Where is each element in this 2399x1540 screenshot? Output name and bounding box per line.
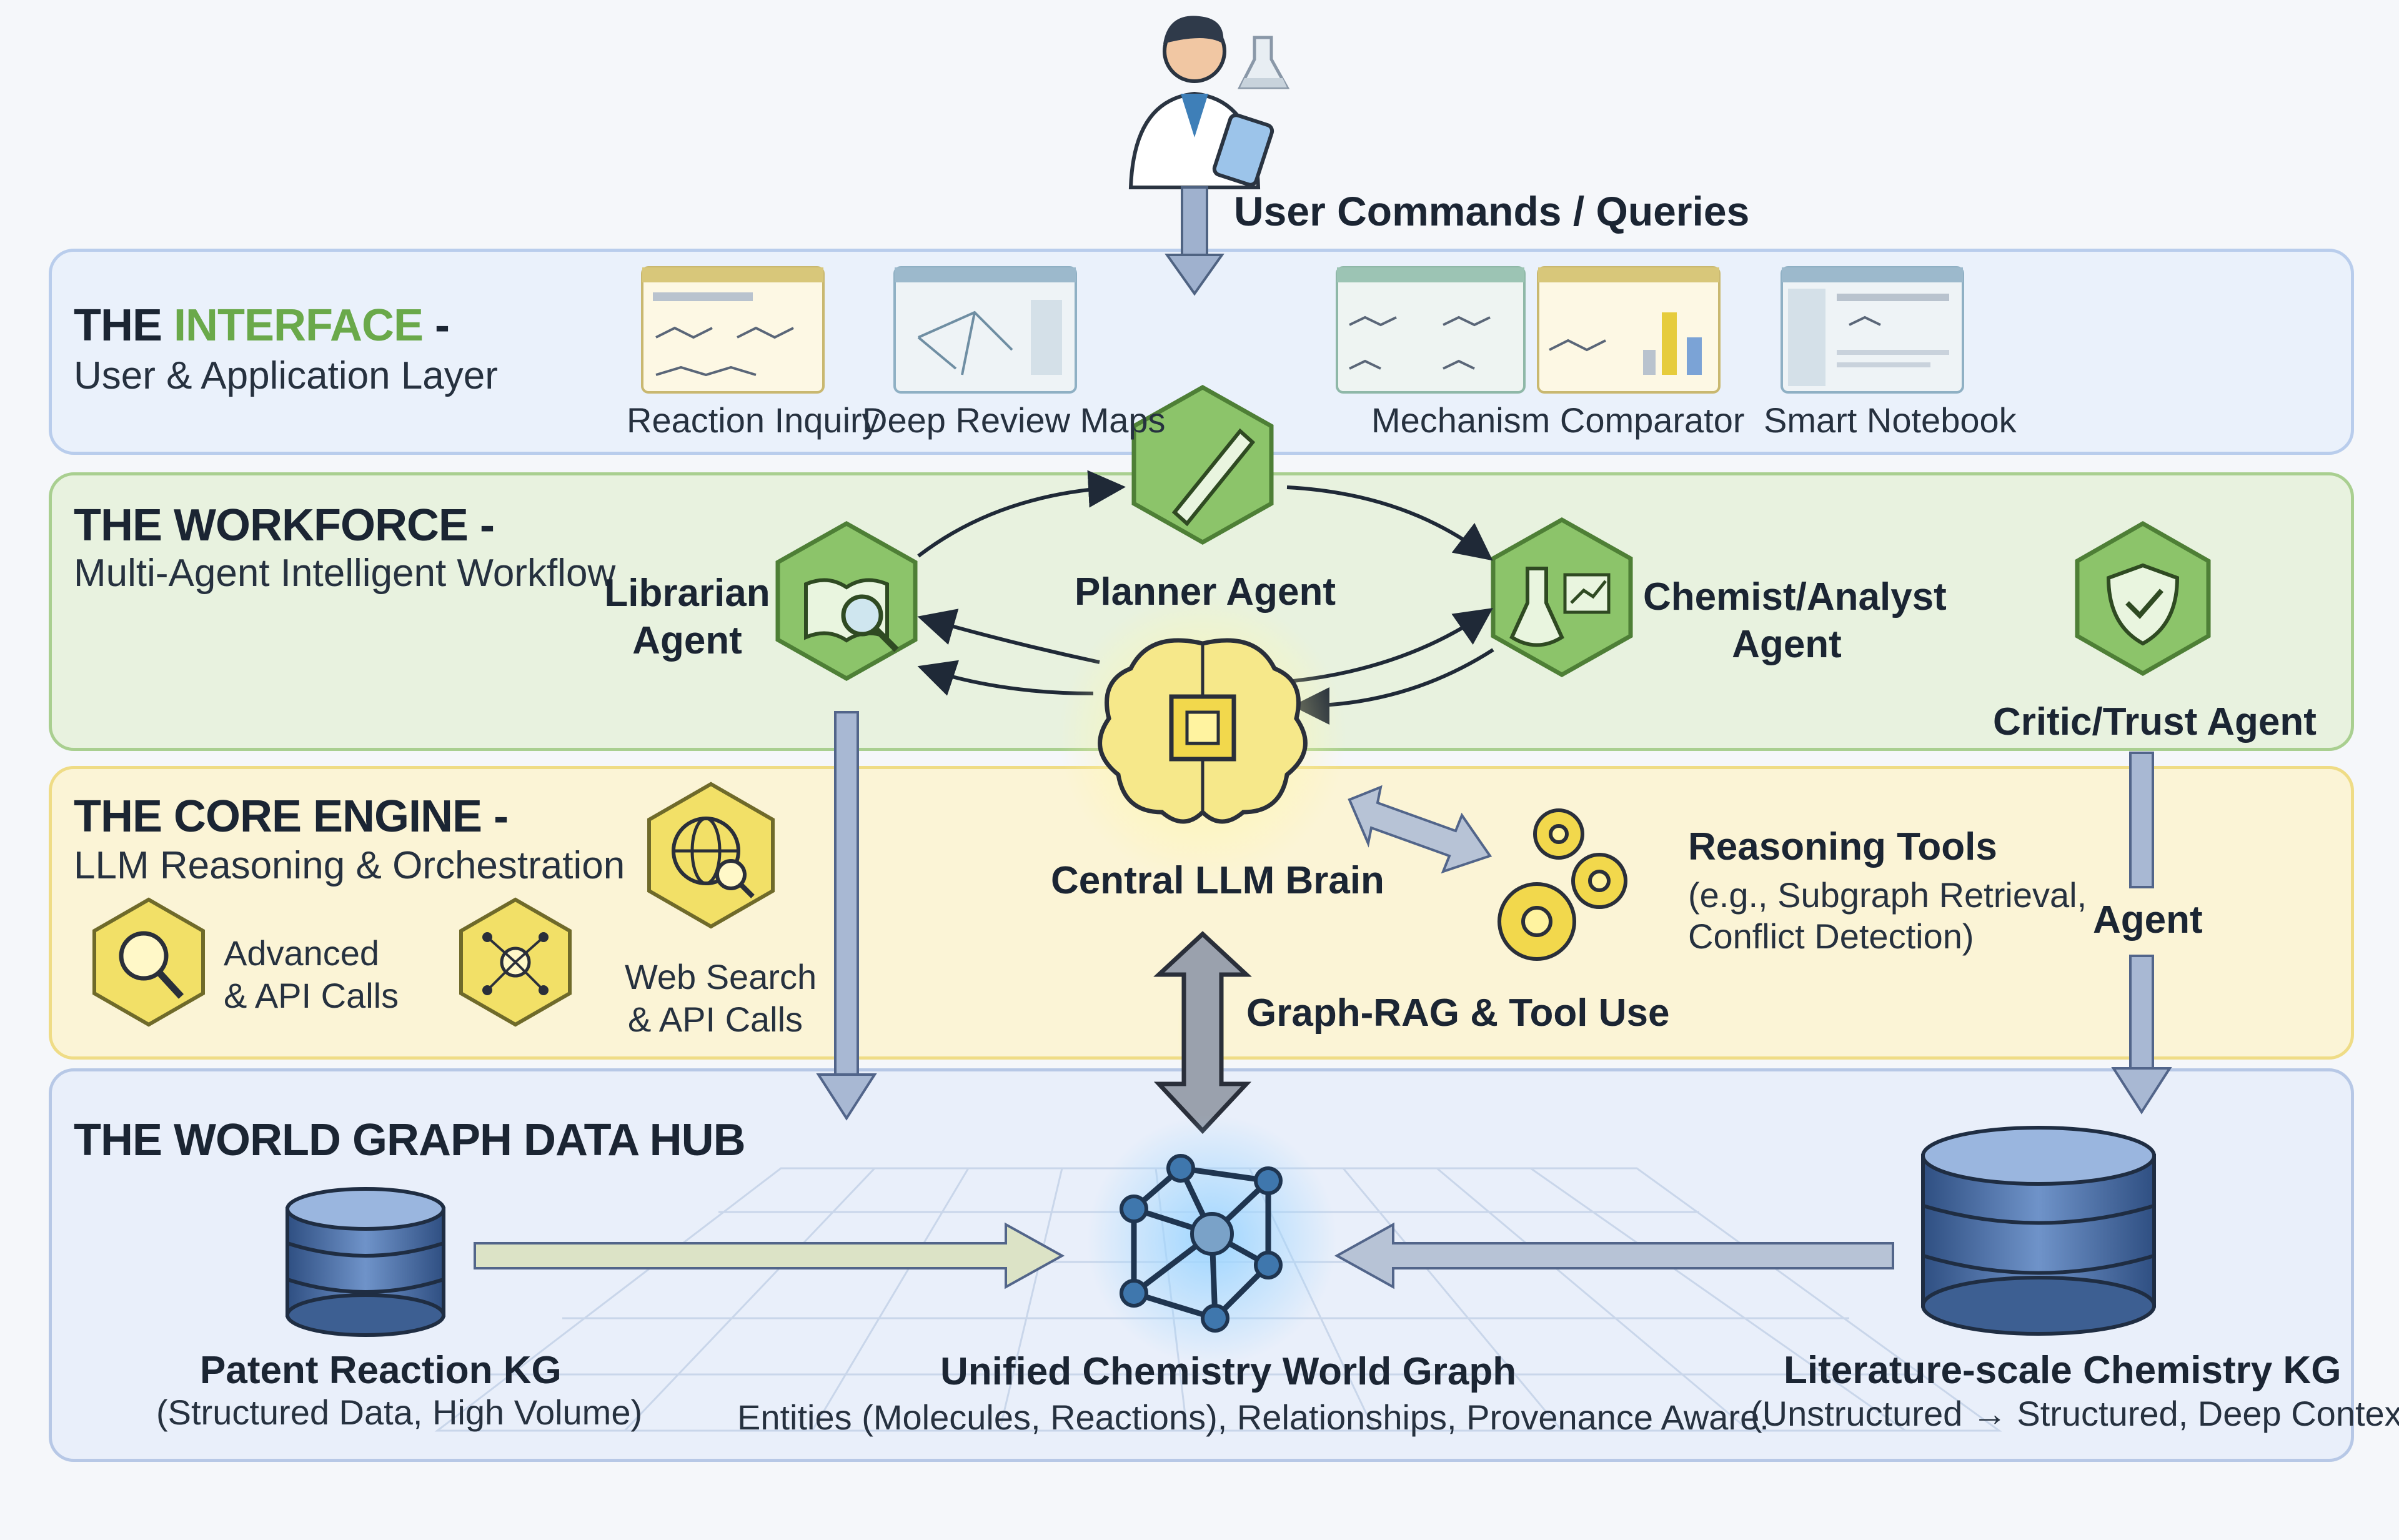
mechanism-comparator-thumb: [1336, 266, 1721, 394]
network-user-icon: [459, 897, 572, 1027]
core-title: THE CORE ENGINE -: [74, 792, 509, 842]
app-label-smart-notebook[interactable]: Smart Notebook: [1764, 400, 2017, 440]
interface-title-suffix: -: [423, 301, 450, 350]
core-agent-label: Agent: [2093, 898, 2203, 941]
reasoning-tools-line2: Conflict Detection): [1688, 917, 1974, 956]
tool-advanced-line1: Advanced: [224, 933, 380, 973]
librarian-agent-label-line2: Agent: [632, 619, 742, 662]
critic-agent-label[interactable]: Critic/Trust Agent: [1993, 700, 2317, 743]
world-graph-subtitle: Entities (Molecules, Reactions), Relatio…: [737, 1398, 1769, 1437]
chemist-agent-label-line1: Chemist/Analyst: [1643, 575, 1947, 618]
planner-agent-icon: [1131, 384, 1274, 545]
tool-web-search-line2: & API Calls: [627, 1000, 803, 1039]
user-icon: [1128, 16, 1290, 189]
reasoning-tools-title[interactable]: Reasoning Tools: [1688, 825, 1997, 868]
user-commands-label: User Commands / Queries: [1234, 188, 1750, 234]
gears-icon: [1498, 808, 1627, 961]
tool-web-search-line1: Web Search: [625, 957, 817, 996]
interface-subtitle: User & Application Layer: [74, 354, 498, 397]
app-label-deep-review-maps[interactable]: Deep Review Maps: [862, 400, 1166, 440]
literature-database-icon: [1921, 1126, 2156, 1336]
central-brain-icon: [1059, 594, 1346, 881]
chemist-agent-label[interactable]: Chemist/Analyst Agent: [1643, 574, 1947, 668]
patent-kg-title[interactable]: Patent Reaction KG: [200, 1349, 562, 1392]
app-label-mechanism-comparator[interactable]: Mechanism Comparator: [1371, 400, 1745, 440]
workforce-subtitle: Multi-Agent Intelligent Workflow: [74, 552, 616, 595]
tool-web-search-label[interactable]: Web Search & API Calls: [625, 956, 817, 1041]
user-down-arrow: [1165, 186, 1224, 296]
workforce-title: THE WORKFORCE -: [74, 500, 495, 550]
interface-title: THE INTERFACE -: [74, 300, 450, 351]
librarian-agent-icon: [775, 520, 918, 682]
brain-tools-double-arrow: [1348, 785, 1493, 874]
core-subtitle: LLM Reasoning & Orchestration: [74, 844, 625, 887]
planner-agent-label[interactable]: Planner Agent: [1075, 570, 1336, 614]
world-graph-icon: [1087, 1115, 1337, 1365]
magnifier-icon: [92, 897, 205, 1027]
literature-kg-subtitle: (Unstructured → Structured, Deep Context…: [1751, 1394, 2399, 1433]
critic-down-arrow: [2111, 752, 2172, 1115]
app-label-reaction-inquiry[interactable]: Reaction Inquiry: [627, 400, 880, 440]
patent-kg-subtitle: (Structured Data, High Volume): [156, 1393, 643, 1432]
literature-kg-title[interactable]: Literature-scale Chemistry KG: [1784, 1349, 2342, 1392]
librarian-down-arrow: [816, 711, 877, 1121]
reaction-inquiry-thumb: [641, 266, 825, 394]
graph-rag-double-arrow: [1153, 931, 1252, 1135]
smart-notebook-thumb: [1781, 266, 1964, 394]
tool-advanced-label[interactable]: Advanced & API Calls: [224, 932, 399, 1017]
chemist-agent-icon: [1491, 517, 1633, 678]
world-graph-title[interactable]: Unified Chemistry World Graph: [940, 1350, 1517, 1393]
app-thumbnails: [641, 266, 1964, 394]
reasoning-tools-desc: (e.g., Subgraph Retrieval, Conflict Dete…: [1688, 875, 2087, 957]
interface-title-accent: INTERFACE: [174, 301, 424, 350]
deep-review-maps-thumb: [893, 266, 1077, 394]
hub-title: THE WORLD GRAPH DATA HUB: [74, 1115, 746, 1165]
patent-to-graph-arrow: [474, 1222, 1065, 1289]
critic-agent-icon: [2075, 520, 2211, 677]
literature-to-graph-arrow: [1334, 1222, 1894, 1289]
librarian-agent-label[interactable]: Librarian Agent: [600, 570, 775, 665]
interface-title-prefix: THE: [74, 301, 174, 350]
tool-advanced-line2: & API Calls: [224, 976, 399, 1015]
patent-database-icon: [286, 1187, 445, 1337]
librarian-agent-label-line1: Librarian: [604, 572, 770, 615]
reasoning-tools-line1: (e.g., Subgraph Retrieval,: [1688, 875, 2087, 915]
graph-rag-label: Graph-RAG & Tool Use: [1246, 991, 1670, 1035]
chemist-agent-label-line2: Agent: [1732, 623, 1842, 666]
central-brain-label: Central LLM Brain: [1051, 859, 1384, 902]
globe-search-icon: [647, 782, 775, 929]
